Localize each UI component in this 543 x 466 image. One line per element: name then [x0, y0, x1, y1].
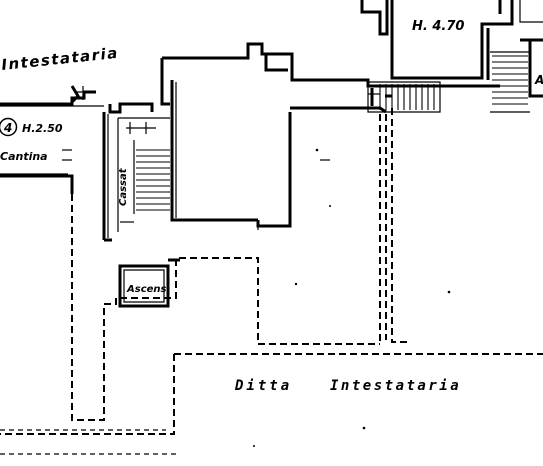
dimension-marks	[76, 86, 380, 161]
scan-specks	[253, 148, 451, 447]
height-left-label: H.2.50	[22, 122, 63, 135]
top-right-building	[360, 0, 543, 98]
top-right-fragment-label: A	[534, 73, 543, 87]
closet-label: Cassat	[118, 167, 129, 206]
owner-bottom-label-2: Intestataria	[330, 378, 461, 394]
upper-stair	[367, 81, 441, 113]
elevator-shaft	[118, 258, 180, 308]
left-staircase	[102, 112, 170, 242]
room-number: 4	[3, 121, 12, 135]
dashed-perimeter	[0, 108, 543, 455]
elevator-label: Ascens.	[126, 284, 170, 295]
room-number-badge: 4	[0, 117, 18, 137]
central-room	[108, 58, 292, 230]
height-top-label: H. 4.70	[412, 19, 464, 34]
owner-bottom-label-1: Ditta	[234, 378, 292, 394]
cantina-room	[0, 85, 104, 194]
owner-top-label: Intestataria	[1, 44, 120, 74]
cantina-label: Cantina	[0, 150, 48, 163]
right-edge-stair	[490, 51, 530, 113]
